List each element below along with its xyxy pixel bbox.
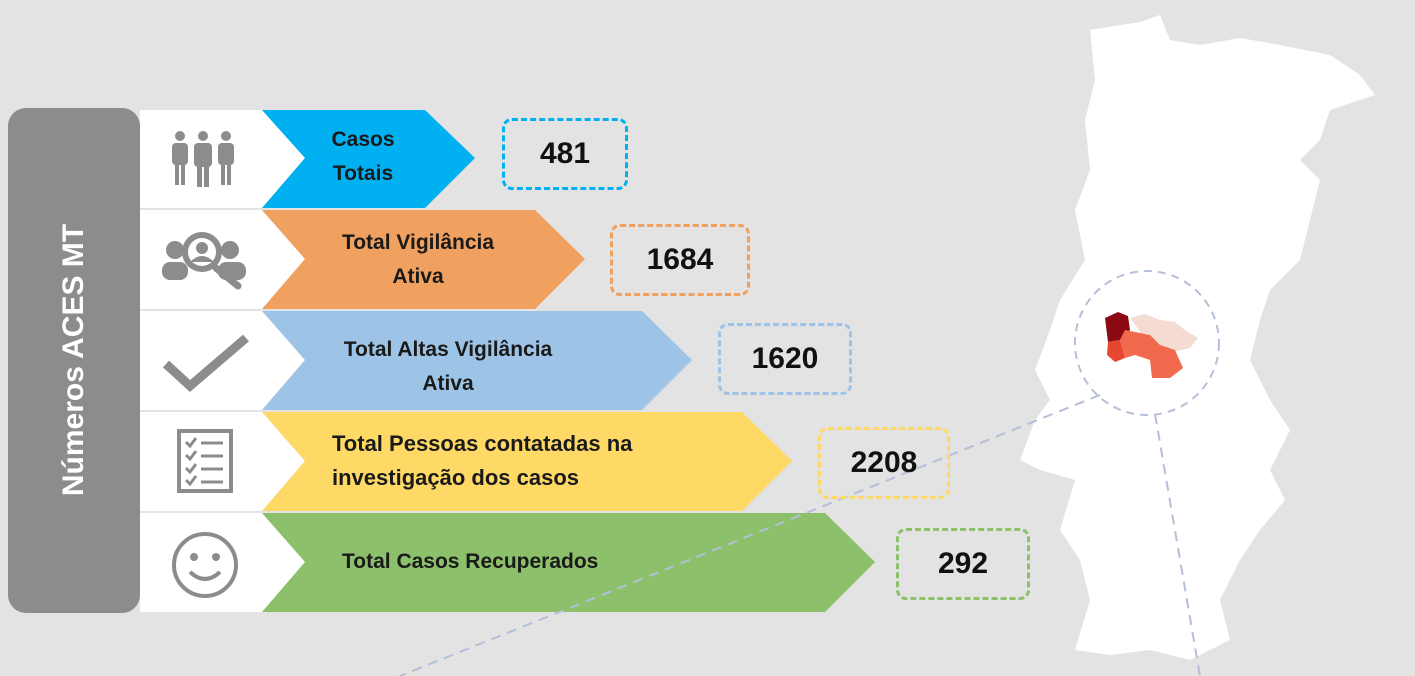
row-5-value: 292	[896, 528, 1030, 600]
smiley-icon	[172, 532, 238, 598]
row-2-value: 1684	[610, 224, 750, 296]
row-4-value: 2208	[818, 427, 950, 499]
row-2-shape	[140, 210, 585, 309]
side-title: Números ACES MT	[57, 223, 90, 497]
row-3-value: 1620	[718, 323, 852, 395]
people-group-icon	[172, 131, 234, 187]
row-1-value: 481	[502, 118, 628, 190]
row-4-shape	[140, 412, 792, 511]
people-search-icon	[162, 232, 246, 290]
row-5-label: Total Casos Recuperados	[342, 550, 599, 573]
portugal-map	[399, 15, 1375, 676]
checklist-icon	[177, 429, 233, 493]
side-title-panel: Números ACES MT	[8, 108, 140, 613]
checkmark-icon	[162, 334, 249, 393]
